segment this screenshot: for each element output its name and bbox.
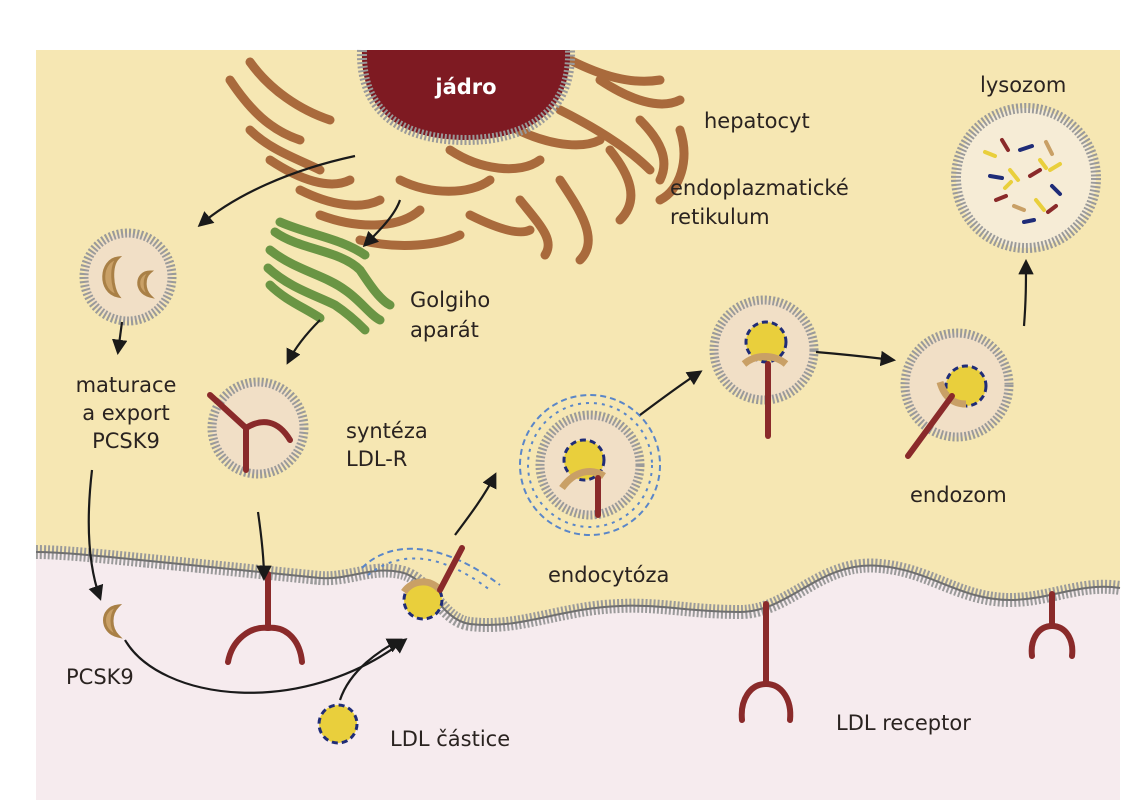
ldlr-synthesis-label-line1: syntéza [346, 419, 428, 443]
pcsk9-label: PCSK9 [66, 665, 134, 689]
surface-receptor-2 [738, 601, 794, 723]
endosome [900, 328, 1014, 459]
hepatocyte-label: hepatocyt [704, 109, 810, 133]
lysosome-label: lysozom [980, 73, 1066, 97]
pcsk9-maturation-label-line1: maturace [76, 373, 177, 397]
arrows [87, 154, 1034, 701]
ldl-particle-label: LDL částice [390, 727, 510, 751]
er-label-line2: retikulum [670, 205, 770, 229]
endocytosis-vesicle [519, 394, 661, 536]
endoplasmic-reticulum [225, 55, 689, 265]
extracellular-pcsk9 [103, 604, 123, 639]
lysosome [951, 103, 1101, 253]
endocytosis-label: endocytóza [548, 563, 669, 587]
surface-receptor-3 [1028, 591, 1076, 659]
surface-receptor-1 [225, 571, 305, 665]
nucleus-label: jádro [434, 75, 496, 99]
golgi-apparatus [263, 217, 395, 335]
pcsk9-maturation-label-line3: PCSK9 [92, 429, 160, 453]
ldl-particle [317, 703, 359, 745]
ldlr-synthesis-label-line2: LDL-R [346, 447, 407, 471]
er-label-line1: endoplazmatické [670, 176, 849, 200]
pcsk9-vesicle [79, 228, 177, 326]
coated-pit [361, 545, 501, 621]
nucleus [356, 49, 576, 146]
early-endosome [709, 295, 819, 439]
ldlr-synthesis-vesicle [207, 377, 309, 479]
endosome-label: endozom [910, 483, 1007, 507]
golgi-label-line1: Golgiho [410, 288, 490, 312]
pcsk9-maturation-label-line2: a export [82, 401, 170, 425]
ldl-receptor-label: LDL receptor [836, 711, 971, 735]
golgi-label-line2: aparát [410, 318, 479, 342]
